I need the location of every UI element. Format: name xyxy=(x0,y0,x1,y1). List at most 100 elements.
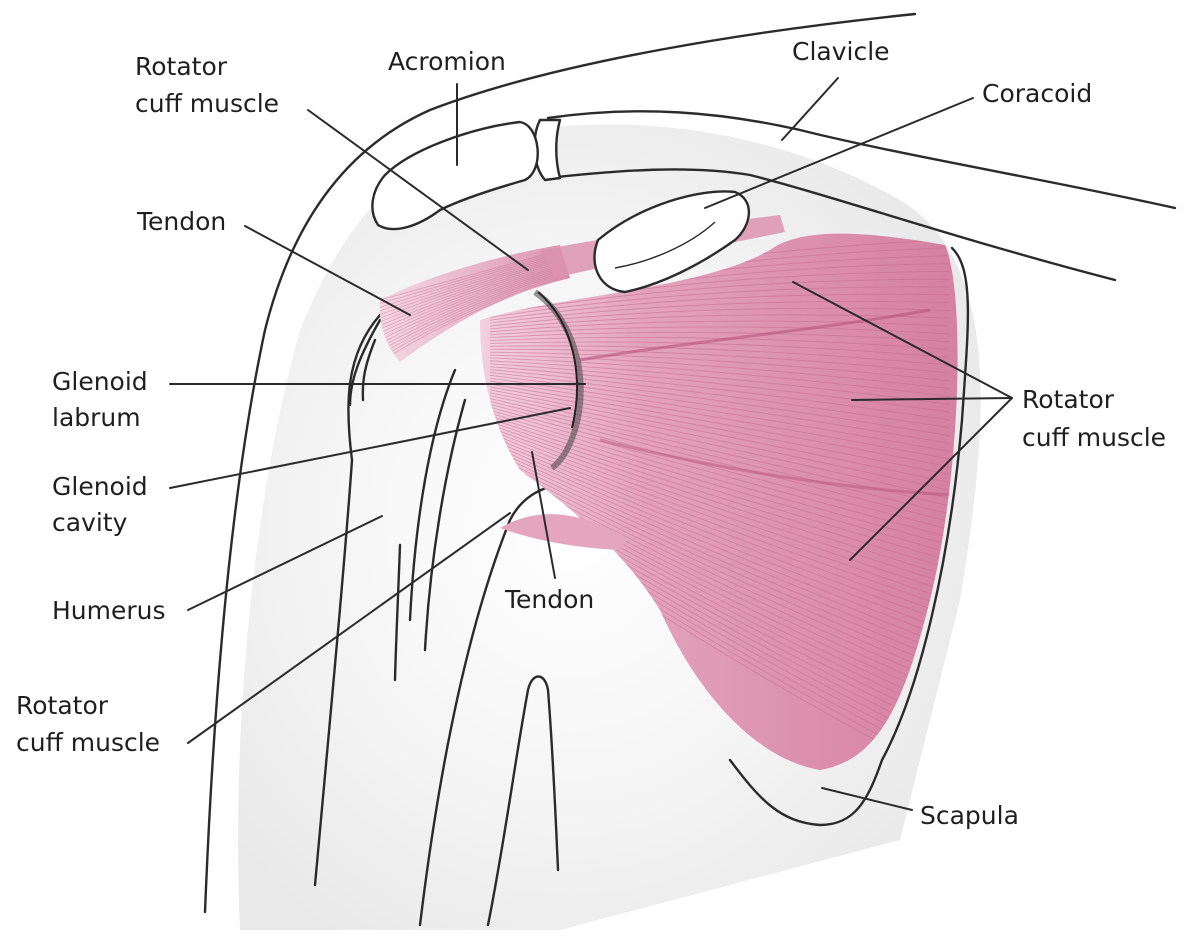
humerus-groove-line xyxy=(486,675,560,927)
label-tendon-bottom: Tendon xyxy=(504,585,594,614)
muscle-fiber xyxy=(489,348,951,374)
leader-glenoid-cavity xyxy=(169,407,571,489)
muscle-fiber xyxy=(489,300,951,324)
muscle-fiber xyxy=(489,432,951,601)
label-rotator-bottom-line2: cuff muscle xyxy=(16,728,160,757)
muscle-fiber xyxy=(489,456,951,664)
humerus-detail-b xyxy=(423,398,467,652)
muscle-fiber xyxy=(489,409,951,538)
clavicle-bottom-line xyxy=(546,168,1117,282)
muscle-fiber xyxy=(489,421,951,570)
muscle-fiber xyxy=(489,314,951,330)
label-glenoid-cavity-line1: Glenoid xyxy=(52,472,148,501)
leader-rotator-right-c xyxy=(849,397,1013,561)
label-coracoid: Coracoid xyxy=(982,79,1092,108)
tendon-fiber xyxy=(379,265,570,341)
muscle-fiber xyxy=(489,453,951,656)
muscle-fiber xyxy=(489,444,951,632)
leader-rotator-bottom xyxy=(187,512,511,744)
tendon-fiber xyxy=(379,263,570,337)
leader-rotator-right-b xyxy=(851,397,1013,401)
label-glenoid-labrum-line2: labrum xyxy=(52,403,141,432)
label-rotator-top-line1: Rotator xyxy=(135,52,228,81)
muscle-fiber xyxy=(489,320,951,333)
leader-clavicle xyxy=(781,77,839,141)
label-clavicle: Clavicle xyxy=(792,37,890,66)
label-glenoid-labrum-line1: Glenoid xyxy=(52,367,148,396)
label-humerus: Humerus xyxy=(52,596,166,625)
muscle-fiber xyxy=(489,380,951,460)
coracoid-bone xyxy=(593,190,751,294)
leader-scapula xyxy=(821,787,913,811)
muscle-fiber xyxy=(489,392,951,491)
tendon-fiber xyxy=(379,266,570,345)
leader-coracoid xyxy=(704,97,974,209)
arm-outline xyxy=(203,12,917,914)
leader-rotator-top xyxy=(307,109,529,271)
muscle-fiber xyxy=(489,386,951,476)
muscle-fiber xyxy=(489,395,951,499)
tendon-fiber xyxy=(379,270,570,352)
humeral-head-detail xyxy=(361,338,377,402)
muscle-fiber xyxy=(489,459,951,671)
muscle-fiber xyxy=(489,336,951,351)
muscle-fiber xyxy=(489,354,951,390)
muscle-fiber xyxy=(489,438,951,617)
muscle-fiber xyxy=(489,286,951,318)
leader-rotator-right-a xyxy=(792,281,1013,399)
leader-tendon-bottom xyxy=(531,451,556,579)
tendon-fiber xyxy=(379,273,570,359)
muscle-fiber xyxy=(489,293,951,321)
muscle-fiber xyxy=(489,450,951,648)
muscle-fiber xyxy=(489,435,951,609)
muscle-fiber xyxy=(489,403,951,523)
muscle-fiber xyxy=(489,341,951,358)
muscle-fiber xyxy=(489,363,951,413)
humerus-detail-c xyxy=(393,543,402,682)
tendon-fiber xyxy=(379,268,570,348)
humerus-outer-line xyxy=(313,313,382,887)
label-rotator-right-line1: Rotator xyxy=(1022,385,1115,414)
muscle-fiber xyxy=(489,383,951,468)
muscle-fiber xyxy=(489,366,951,421)
leader-tendon-top xyxy=(244,225,411,316)
muscle-fiber xyxy=(489,331,951,343)
tendon-fiber xyxy=(379,261,570,334)
muscle-fiber xyxy=(489,357,951,397)
muscle-fiber xyxy=(489,389,951,484)
tendon-fiber xyxy=(379,272,570,356)
glenoid-cavity-arc xyxy=(537,291,578,429)
muscle-band-upper xyxy=(579,308,931,362)
muscle-fiber xyxy=(489,427,951,585)
label-scapula: Scapula xyxy=(920,801,1019,830)
muscle-fiber xyxy=(489,415,951,554)
muscle-fiber xyxy=(489,406,951,531)
muscle-fiber xyxy=(489,401,951,515)
tendon-bottom xyxy=(500,514,628,550)
coracoid-detail xyxy=(614,221,716,269)
clavicle-top-line xyxy=(546,110,1177,210)
muscle-fiber xyxy=(489,307,951,327)
leader-humerus xyxy=(187,515,383,611)
muscle-fiber xyxy=(489,351,951,382)
muscle-fiber xyxy=(489,424,951,577)
label-tendon-top: Tendon xyxy=(136,207,226,236)
muscle-fiber xyxy=(489,441,951,624)
muscle-fiber xyxy=(489,360,951,405)
muscle-band-lower xyxy=(599,438,956,497)
label-rotator-bottom-line1: Rotator xyxy=(16,691,109,720)
muscle-fiber xyxy=(489,430,951,593)
muscle-fiber xyxy=(489,374,951,444)
label-acromion: Acromion xyxy=(388,47,506,76)
muscle-fiber xyxy=(489,372,951,437)
label-glenoid-cavity-line2: cavity xyxy=(52,508,128,537)
label-rotator-top-line2: cuff muscle xyxy=(135,89,279,118)
scapula-outline xyxy=(728,246,970,827)
muscle-fiber xyxy=(489,447,951,640)
humeral-head-edge xyxy=(348,318,382,407)
muscle-fiber xyxy=(489,377,951,452)
acromion-bone xyxy=(371,120,539,231)
muscle-fiber xyxy=(489,345,951,366)
